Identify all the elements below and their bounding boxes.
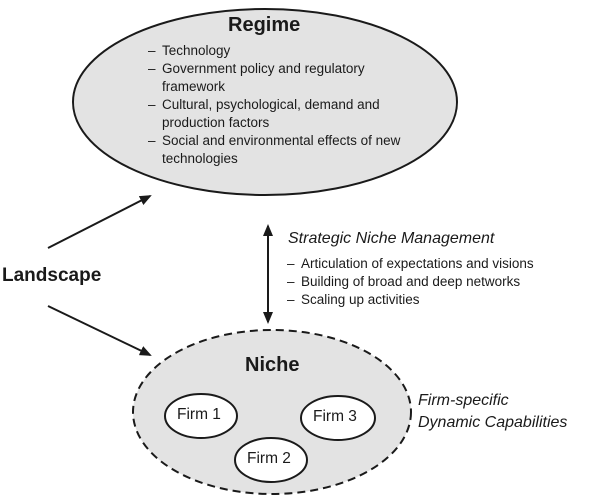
regime-item-3-text: Cultural, psychological, demand and bbox=[162, 97, 380, 112]
regime-item-4-cont: technologies bbox=[162, 151, 238, 166]
regime-item-3: –Cultural, psychological, demand and bbox=[148, 96, 380, 114]
regime-item-1-text: Technology bbox=[162, 43, 231, 58]
firm-3-ellipse bbox=[300, 395, 376, 441]
snm-item-1-text: Articulation of expectations and visions bbox=[301, 256, 534, 271]
dash-icon: – bbox=[148, 97, 156, 112]
firm-1-label: Firm 1 bbox=[177, 406, 221, 423]
regime-item-1: –Technology bbox=[148, 42, 230, 60]
firm-2-ellipse bbox=[234, 437, 308, 483]
dash-icon: – bbox=[148, 43, 156, 58]
firm-2-label: Firm 2 bbox=[247, 450, 291, 467]
dash-icon: – bbox=[148, 133, 156, 148]
dash-icon: – bbox=[287, 256, 295, 271]
regime-ellipse bbox=[72, 8, 458, 196]
snm-item-1: –Articulation of expectations and vision… bbox=[287, 255, 534, 273]
firm-1-ellipse bbox=[164, 393, 238, 439]
regime-item-2-cont: framework bbox=[162, 79, 226, 94]
regime-item-2: –Government policy and regulatory bbox=[148, 60, 365, 78]
landscape-label: Landscape bbox=[2, 265, 102, 286]
snm-item-3: –Scaling up activities bbox=[287, 291, 420, 309]
snm-item-2-text: Building of broad and deep networks bbox=[301, 274, 521, 289]
regime-title: Regime bbox=[228, 14, 301, 36]
landscape-to-regime-arrow bbox=[47, 195, 152, 249]
niche-title: Niche bbox=[245, 354, 300, 376]
snm-title: Strategic Niche Management bbox=[288, 230, 495, 247]
regime-item-4: –Social and environmental effects of new bbox=[148, 132, 400, 150]
dash-icon: – bbox=[287, 292, 295, 307]
firm-3-label: Firm 3 bbox=[313, 408, 357, 425]
capabilities-line-1: Firm-specific bbox=[418, 392, 509, 409]
snm-item-2: –Building of broad and deep networks bbox=[287, 273, 520, 291]
capabilities-line-2: Dynamic Capabilities bbox=[418, 414, 568, 431]
regime-item-3-cont: production factors bbox=[162, 115, 270, 130]
regime-item-2-text: Government policy and regulatory bbox=[162, 61, 365, 76]
dash-icon: – bbox=[287, 274, 295, 289]
snm-item-3-text: Scaling up activities bbox=[301, 292, 420, 307]
niche-ellipse bbox=[132, 329, 412, 495]
landscape-to-niche-arrow bbox=[47, 305, 152, 356]
regime-item-4-text: Social and environmental effects of new bbox=[162, 133, 401, 148]
dash-icon: – bbox=[148, 61, 156, 76]
